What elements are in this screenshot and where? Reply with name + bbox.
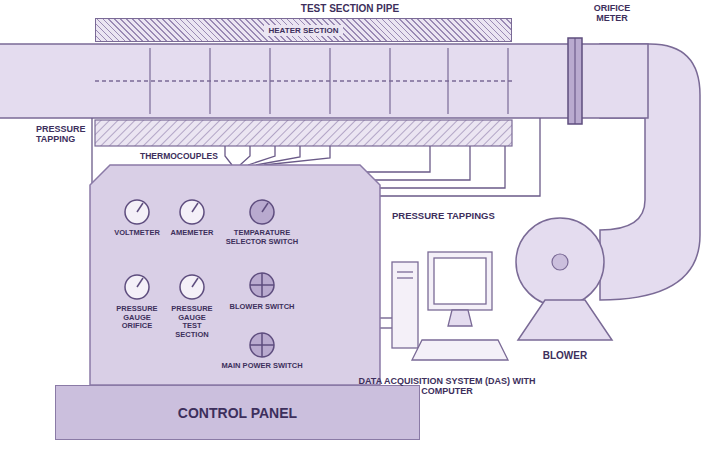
computer-icon	[392, 262, 418, 348]
part-label: THERMOCOUPLES	[140, 152, 222, 162]
switch-label: MAIN POWER SWITCH	[212, 362, 312, 371]
pipe-segment-divider	[149, 48, 150, 114]
computer-icon	[397, 271, 413, 272]
pipe-segment-divider	[389, 48, 390, 114]
pipe-segment-divider	[329, 48, 330, 114]
dial-gauge	[250, 200, 274, 224]
blower-fan	[516, 218, 604, 306]
signal-wire	[380, 118, 540, 196]
signal-wire	[91, 118, 92, 183]
dial-gauge	[125, 275, 149, 299]
computer-icon	[412, 340, 508, 360]
control-panel-body	[90, 165, 380, 385]
signal-wire	[264, 146, 330, 165]
panel-base: CONTROL PANEL	[55, 385, 420, 440]
dial-gauge	[125, 200, 149, 224]
dial-gauge	[180, 275, 204, 299]
computer-icon	[434, 258, 486, 304]
pipe-segment-divider	[507, 48, 508, 114]
orifice-plate	[575, 38, 576, 124]
node-title: CONTROL PANEL	[178, 405, 297, 421]
blower-fan	[552, 254, 568, 270]
rotary-switch	[250, 273, 274, 297]
computer-icon	[392, 252, 508, 360]
blower-fan	[516, 218, 612, 340]
heater-band: HEATER SECTION	[95, 18, 512, 42]
part-label: ORIFICE METER	[582, 3, 642, 24]
instrument-label: PRESSURE GAUGE TEST SECTION	[168, 305, 216, 340]
node-title: HEATER SECTION	[264, 25, 342, 36]
dial-gauge	[137, 278, 143, 287]
test-section-pipe	[0, 44, 648, 118]
part-label: PRESSURE TAPPINGS	[392, 211, 522, 222]
heater-band-lower	[95, 120, 512, 146]
signal-wire	[225, 146, 232, 165]
rotary-switch	[261, 333, 263, 357]
instrument-label: PRESSURE GAUGE ORIFICE	[113, 305, 161, 331]
part-label: PRESSURE TAPPING	[36, 124, 90, 145]
signal-wire	[380, 327, 392, 328]
dial-gauge	[262, 203, 268, 212]
heater-band-lower	[95, 120, 512, 146]
signal-wire	[380, 146, 505, 188]
dial-gauge	[192, 203, 198, 212]
pipe-segment-divider	[209, 48, 210, 114]
orifice-plate	[568, 38, 582, 124]
part-label: DATA ACQUISITION SYSTEM (DAS) WITH COMPU…	[355, 376, 540, 397]
test-section-pipe	[0, 44, 648, 118]
signal-wire	[380, 317, 392, 318]
instrument-label: TEMPARATURE SELECTOR SWITCH	[220, 229, 304, 246]
control-panel-body	[90, 165, 380, 385]
dial-gauge	[125, 200, 274, 299]
switch-label: BLOWER SWITCH	[217, 303, 307, 312]
orifice-plate	[568, 38, 582, 124]
rotary-switch	[261, 273, 263, 297]
blower-fan	[518, 300, 612, 340]
test-section-pipe	[95, 80, 512, 82]
rotary-switch	[250, 333, 274, 357]
dial-gauge	[137, 203, 143, 212]
dial-gauge	[180, 200, 204, 224]
instrument-label: VOLTMETER	[110, 229, 164, 238]
signal-wire	[240, 146, 250, 165]
pipe-segment-divider	[447, 48, 448, 114]
part-label: TEST SECTION PIPE	[265, 3, 435, 15]
computer-icon	[448, 310, 472, 326]
instrument-label: AMEMETER	[165, 229, 219, 238]
pipe-segment-divider	[150, 48, 508, 114]
pipe-segment-divider	[269, 48, 270, 114]
computer-icon	[397, 277, 413, 278]
signal-wire	[375, 146, 470, 180]
dial-gauge	[192, 278, 198, 287]
signal-wire	[367, 146, 430, 172]
part-label: BLOWER	[525, 350, 605, 362]
computer-icon	[428, 252, 492, 310]
rotary-switch	[250, 273, 274, 357]
